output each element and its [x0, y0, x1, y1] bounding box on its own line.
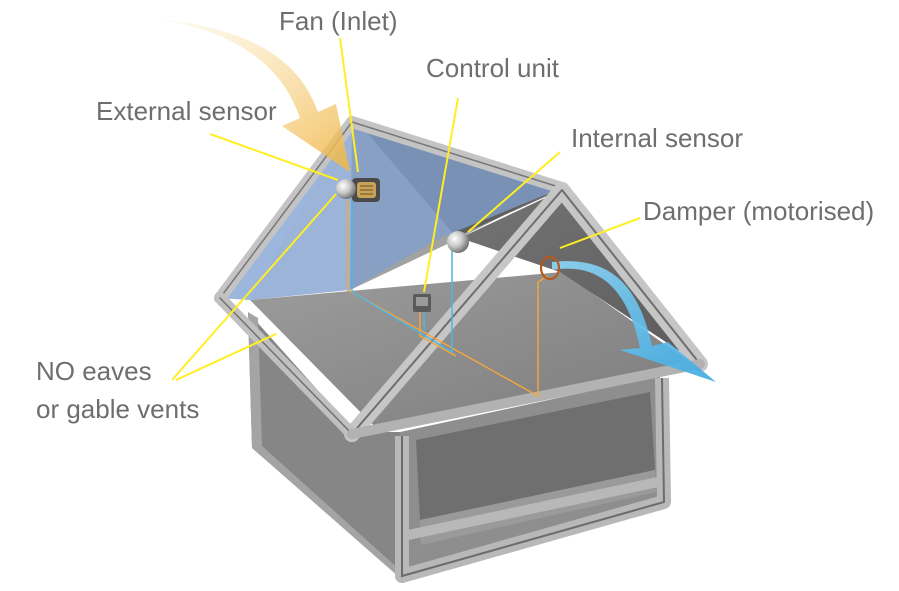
no-vents-label-line1: NO eaves	[36, 356, 152, 386]
damper-label: Damper (motorised)	[643, 196, 875, 226]
control-unit-label: Control unit	[426, 53, 559, 83]
fan-inlet-label: Fan (Inlet)	[279, 6, 398, 36]
no-vents-label: NO eaves or gable vents	[36, 352, 199, 428]
inflow-arrow	[152, 18, 350, 172]
house-walls	[248, 312, 671, 583]
outflow-arrow	[552, 261, 716, 382]
leader-lines	[171, 37, 641, 381]
control-unit-icon	[413, 294, 431, 312]
internal-sensor-label: Internal sensor	[571, 123, 743, 153]
attic-floor	[250, 272, 690, 432]
external-sensor-icon	[336, 179, 356, 199]
no-vents-label-line2: or gable vents	[36, 394, 200, 424]
internal-sensor-icon	[447, 231, 469, 253]
external-sensor-label: External sensor	[96, 96, 277, 126]
damper-icon	[539, 255, 561, 281]
fan-inlet	[352, 178, 380, 202]
